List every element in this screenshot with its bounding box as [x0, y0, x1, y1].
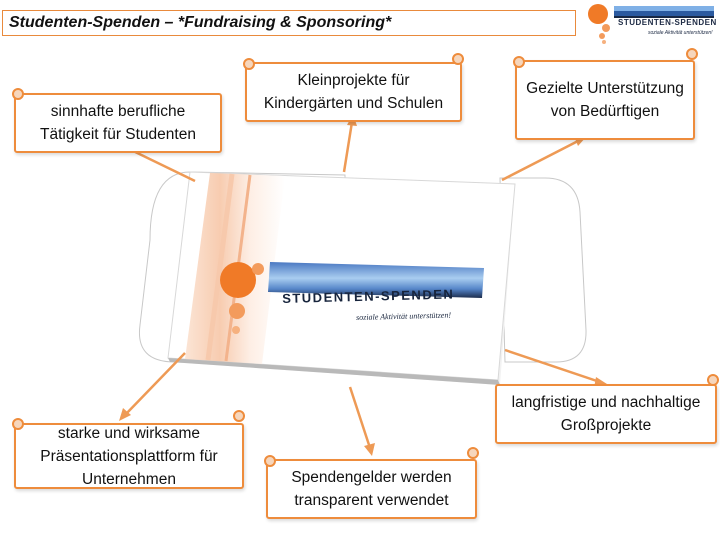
- scroll-curl-icon: [452, 53, 464, 65]
- scroll-curl-icon: [243, 58, 255, 70]
- box-praesentation-text: starke und wirksame Präsentationsplattfo…: [40, 424, 218, 488]
- scroll-curl-icon: [233, 410, 245, 422]
- box-unterstuetzung: Gezielte Unterstützung von Bedürftigen: [515, 60, 695, 140]
- box-kleinprojekte: Kleinprojekte für Kindergärten und Schul…: [245, 62, 462, 122]
- box-taetigkeit: sinnhafte berufliche Tätigkeit für Stude…: [14, 93, 222, 153]
- box-spendengelder: Spendengelder werden transparent verwend…: [266, 459, 477, 519]
- box-kleinprojekte-text: Kleinprojekte für Kindergärten und Schul…: [263, 72, 444, 112]
- box-praesentation: starke und wirksame Präsentationsplattfo…: [14, 423, 244, 489]
- page-title: Studenten-Spenden – *Fundraising & Spons…: [9, 14, 392, 31]
- scroll-curl-icon: [686, 48, 698, 60]
- scroll-curl-icon: [467, 447, 479, 459]
- scroll-curl-icon: [513, 56, 525, 68]
- scroll-curl-icon: [707, 374, 719, 386]
- title-bar: Studenten-Spenden – *Fundraising & Spons…: [2, 10, 576, 36]
- box-spendengelder-text: Spendengelder werden transparent verwend…: [291, 469, 452, 509]
- box-taetigkeit-text: sinnhafte berufliche Tätigkeit für Stude…: [40, 103, 196, 143]
- scroll-curl-icon: [264, 455, 276, 467]
- box-grossprojekte: langfristige und nachhaltige Großprojekt…: [495, 384, 717, 444]
- box-grossprojekte-text: langfristige und nachhaltige Großprojekt…: [511, 394, 701, 434]
- logo-image: [582, 2, 714, 46]
- logo-name: STUDENTEN-SPENDEN: [618, 18, 717, 27]
- logo-tagline: soziale Aktivität unterstützen!: [648, 30, 713, 36]
- box-unterstuetzung-text: Gezielte Unterstützung von Bedürftigen: [526, 80, 684, 120]
- scroll-curl-icon: [12, 418, 24, 430]
- scroll-curl-icon: [12, 88, 24, 100]
